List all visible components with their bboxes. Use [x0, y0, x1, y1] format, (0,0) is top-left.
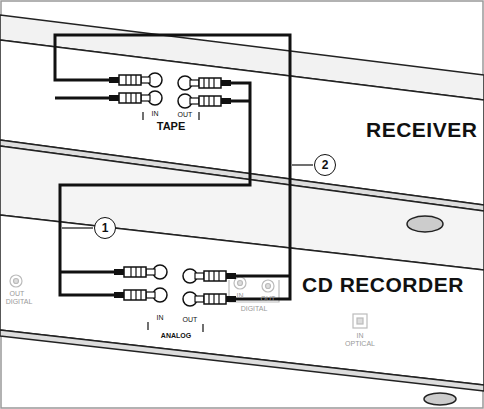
plug-rib: [130, 75, 131, 85]
jack-label: IN: [157, 314, 164, 321]
rca-plug: [183, 269, 236, 283]
plug-rib: [125, 93, 126, 103]
plug-strain-relief: [226, 296, 236, 302]
device-box: RECEIVER: [366, 118, 477, 142]
plug-rib: [208, 78, 209, 88]
plug-body: [119, 93, 141, 103]
plug-body: [119, 75, 141, 85]
callout-number: 1: [94, 217, 116, 239]
digital-out-jack: [262, 280, 274, 292]
plug-body: [199, 78, 221, 88]
jack-core: [266, 284, 271, 289]
panel-label: TAPE: [157, 121, 186, 132]
plug-rib: [130, 290, 131, 300]
plug-strain-relief: [114, 269, 124, 275]
device-name: CD RECORDER: [302, 273, 464, 297]
cable-1: [60, 83, 250, 295]
rca-plug: [183, 292, 236, 306]
plug-body: [124, 267, 146, 277]
plug-rib: [203, 96, 204, 106]
device-name: RECEIVER: [366, 118, 477, 142]
plug-rib: [135, 267, 136, 277]
plug-sleeve: [190, 80, 199, 86]
plug-rib: [203, 78, 204, 88]
jack-core: [238, 281, 243, 286]
plug-rib: [130, 93, 131, 103]
rca-plug: [178, 94, 231, 108]
panel-label: DIGITAL: [241, 305, 268, 312]
plug-rib: [135, 93, 136, 103]
plug-rib: [130, 267, 131, 277]
panel-label: OPTICAL: [345, 340, 375, 347]
rca-plug: [109, 73, 162, 87]
plug-rib: [218, 271, 219, 281]
rca-plug: [109, 91, 162, 105]
plug-rib: [140, 267, 141, 277]
plug-strain-relief: [109, 95, 119, 101]
plug-body: [199, 96, 221, 106]
panel-label: DIGITAL: [6, 298, 33, 305]
plug-body: [124, 290, 146, 300]
jack-label: IN: [237, 292, 244, 299]
plug-rib: [208, 271, 209, 281]
optical-core: [357, 318, 363, 324]
cable-2: [55, 35, 290, 299]
jack-label: OUT: [178, 111, 193, 118]
plug-sleeve: [141, 77, 150, 83]
callout-number: 2: [314, 154, 336, 176]
plug-sleeve: [141, 95, 150, 101]
plug-rib: [140, 290, 141, 300]
receiver-foot: [407, 216, 443, 232]
plug-rib: [135, 290, 136, 300]
plug-sleeve: [146, 269, 155, 275]
recorder-foot: [424, 393, 456, 405]
plug-rib: [208, 96, 209, 106]
optical-in-jack: [353, 314, 367, 328]
leader-line: [62, 227, 93, 228]
plug-strain-relief: [221, 98, 231, 104]
panel-label: ANALOG: [161, 332, 191, 339]
plug-rib: [125, 75, 126, 85]
rca-plug: [178, 76, 231, 90]
jack-core: [14, 279, 19, 284]
plug-strain-relief: [109, 77, 119, 83]
analog-bracket: [148, 322, 203, 332]
plug-rib: [208, 294, 209, 304]
plug-strain-relief: [226, 273, 236, 279]
jack-label: OUT: [261, 295, 276, 302]
rca-plug: [114, 288, 167, 302]
plug-body: [204, 294, 226, 304]
plug-rib: [213, 78, 214, 88]
leader-line: [292, 164, 313, 165]
jack-label: OUT: [10, 290, 25, 297]
plug-rib: [213, 294, 214, 304]
recorder-lip: [0, 330, 484, 391]
digital-out-jack: [10, 275, 22, 287]
rca-plug: [114, 265, 167, 279]
plug-rib: [218, 294, 219, 304]
plug-sleeve: [195, 296, 204, 302]
plug-rib: [213, 96, 214, 106]
plug-sleeve: [190, 98, 199, 104]
plug-strain-relief: [114, 292, 124, 298]
plug-rib: [213, 271, 214, 281]
plug-sleeve: [195, 273, 204, 279]
plug-sleeve: [146, 292, 155, 298]
plug-body: [204, 271, 226, 281]
jack-label: IN: [357, 332, 364, 339]
plug-rib: [135, 75, 136, 85]
plug-strain-relief: [221, 80, 231, 86]
device-box: CD RECORDER: [302, 273, 464, 297]
jack-label: IN: [152, 110, 159, 117]
tape-bracket: [143, 112, 199, 120]
jack-label: OUT: [183, 316, 198, 323]
